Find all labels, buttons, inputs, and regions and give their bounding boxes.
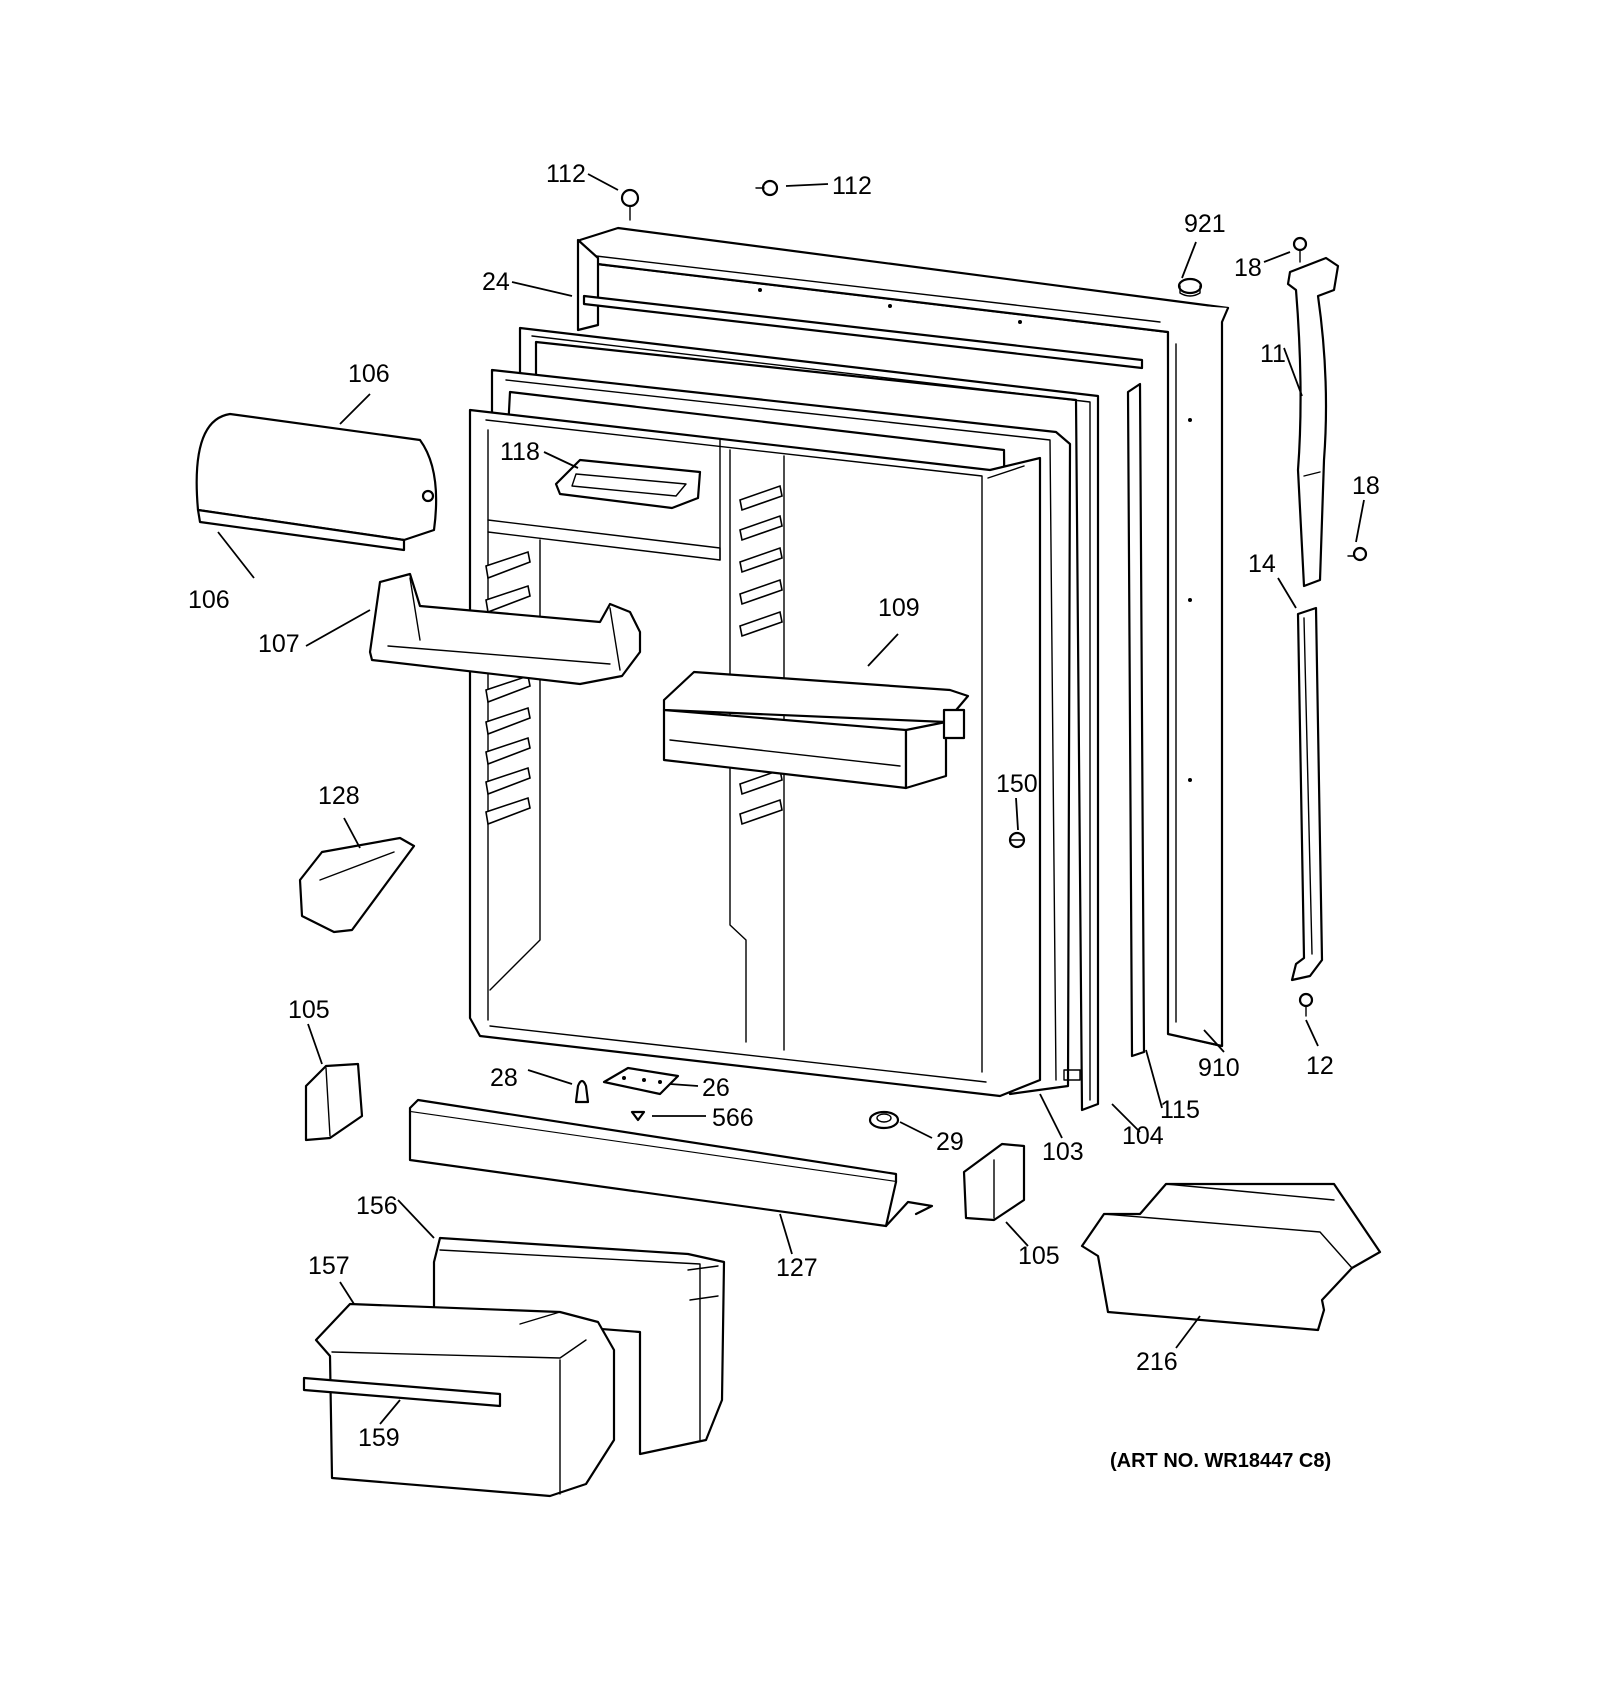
- callout-105: 105: [1018, 1242, 1060, 1270]
- callout-24: 24: [482, 268, 510, 296]
- callout-18: 18: [1352, 472, 1380, 500]
- tray-118: [554, 458, 702, 510]
- door-outer-panel-910: [576, 226, 1230, 1048]
- callout-157: 157: [308, 1252, 350, 1280]
- door-trim-24: [582, 294, 1144, 370]
- callout-18: 18: [1234, 254, 1262, 282]
- art-number: (ART NO. WR18447 C8): [1110, 1450, 1331, 1472]
- callout-labels: 112 112 921 18 24 11 106 118 18 106 14 1…: [188, 160, 1380, 1472]
- screw-18-mid: [1347, 546, 1368, 562]
- shelf-slots-center: [739, 484, 783, 826]
- shelf-107: [368, 572, 642, 686]
- callout-105: 105: [288, 996, 330, 1024]
- bracket-105-left: [304, 1062, 364, 1142]
- callout-118: 118: [500, 438, 540, 466]
- callout-216: 216: [1136, 1348, 1178, 1376]
- callout-112: 112: [546, 160, 586, 188]
- screw-18-top: [1292, 236, 1308, 263]
- plate-26: [602, 1066, 680, 1096]
- door-bin-109: [662, 670, 970, 790]
- callout-910: 910: [1198, 1054, 1240, 1082]
- shelf-slots-left: [485, 550, 531, 826]
- callout-106: 106: [188, 586, 230, 614]
- screw-566: [630, 1110, 646, 1122]
- callout-156: 156: [356, 1192, 398, 1220]
- dairy-door-106: [195, 412, 438, 552]
- callout-28: 28: [490, 1064, 518, 1092]
- callout-115: 115: [1160, 1096, 1200, 1124]
- side-strip-115: [1126, 382, 1146, 1058]
- peg-28: [574, 1079, 590, 1104]
- callout-14: 14: [1248, 550, 1276, 578]
- plug-921: [1177, 277, 1203, 297]
- callout-29: 29: [936, 1128, 964, 1156]
- drawer-handle-159: [302, 1376, 502, 1408]
- callout-566: 566: [712, 1104, 754, 1132]
- callout-109: 109: [878, 594, 920, 622]
- screw-150: [1008, 831, 1026, 849]
- screw-12: [1298, 992, 1314, 1017]
- callout-12: 12: [1306, 1052, 1334, 1080]
- part-128: [298, 836, 416, 934]
- bracket-105-right: [962, 1142, 1026, 1222]
- screw-112-top: [620, 188, 640, 221]
- leader-lines: [217, 173, 1365, 1425]
- callout-921: 921: [1184, 210, 1226, 238]
- rail-127: [408, 1098, 934, 1228]
- callout-128: 128: [318, 782, 360, 810]
- callout-104: 104: [1122, 1122, 1164, 1150]
- callout-127: 127: [776, 1254, 818, 1282]
- callout-150: 150: [996, 770, 1038, 798]
- screw-112-side: [755, 179, 779, 197]
- callout-11: 11: [1260, 340, 1286, 368]
- callout-112: 112: [832, 172, 872, 200]
- callout-106: 106: [348, 360, 390, 388]
- hinge-strip-14: [1290, 606, 1324, 982]
- door-bin-216: [1080, 1182, 1382, 1332]
- hinge-11: [1286, 256, 1340, 588]
- callout-103: 103: [1042, 1138, 1084, 1166]
- callout-26: 26: [702, 1074, 730, 1102]
- cap-29: [868, 1110, 900, 1130]
- callout-159: 159: [358, 1424, 400, 1452]
- callout-107: 107: [258, 630, 300, 658]
